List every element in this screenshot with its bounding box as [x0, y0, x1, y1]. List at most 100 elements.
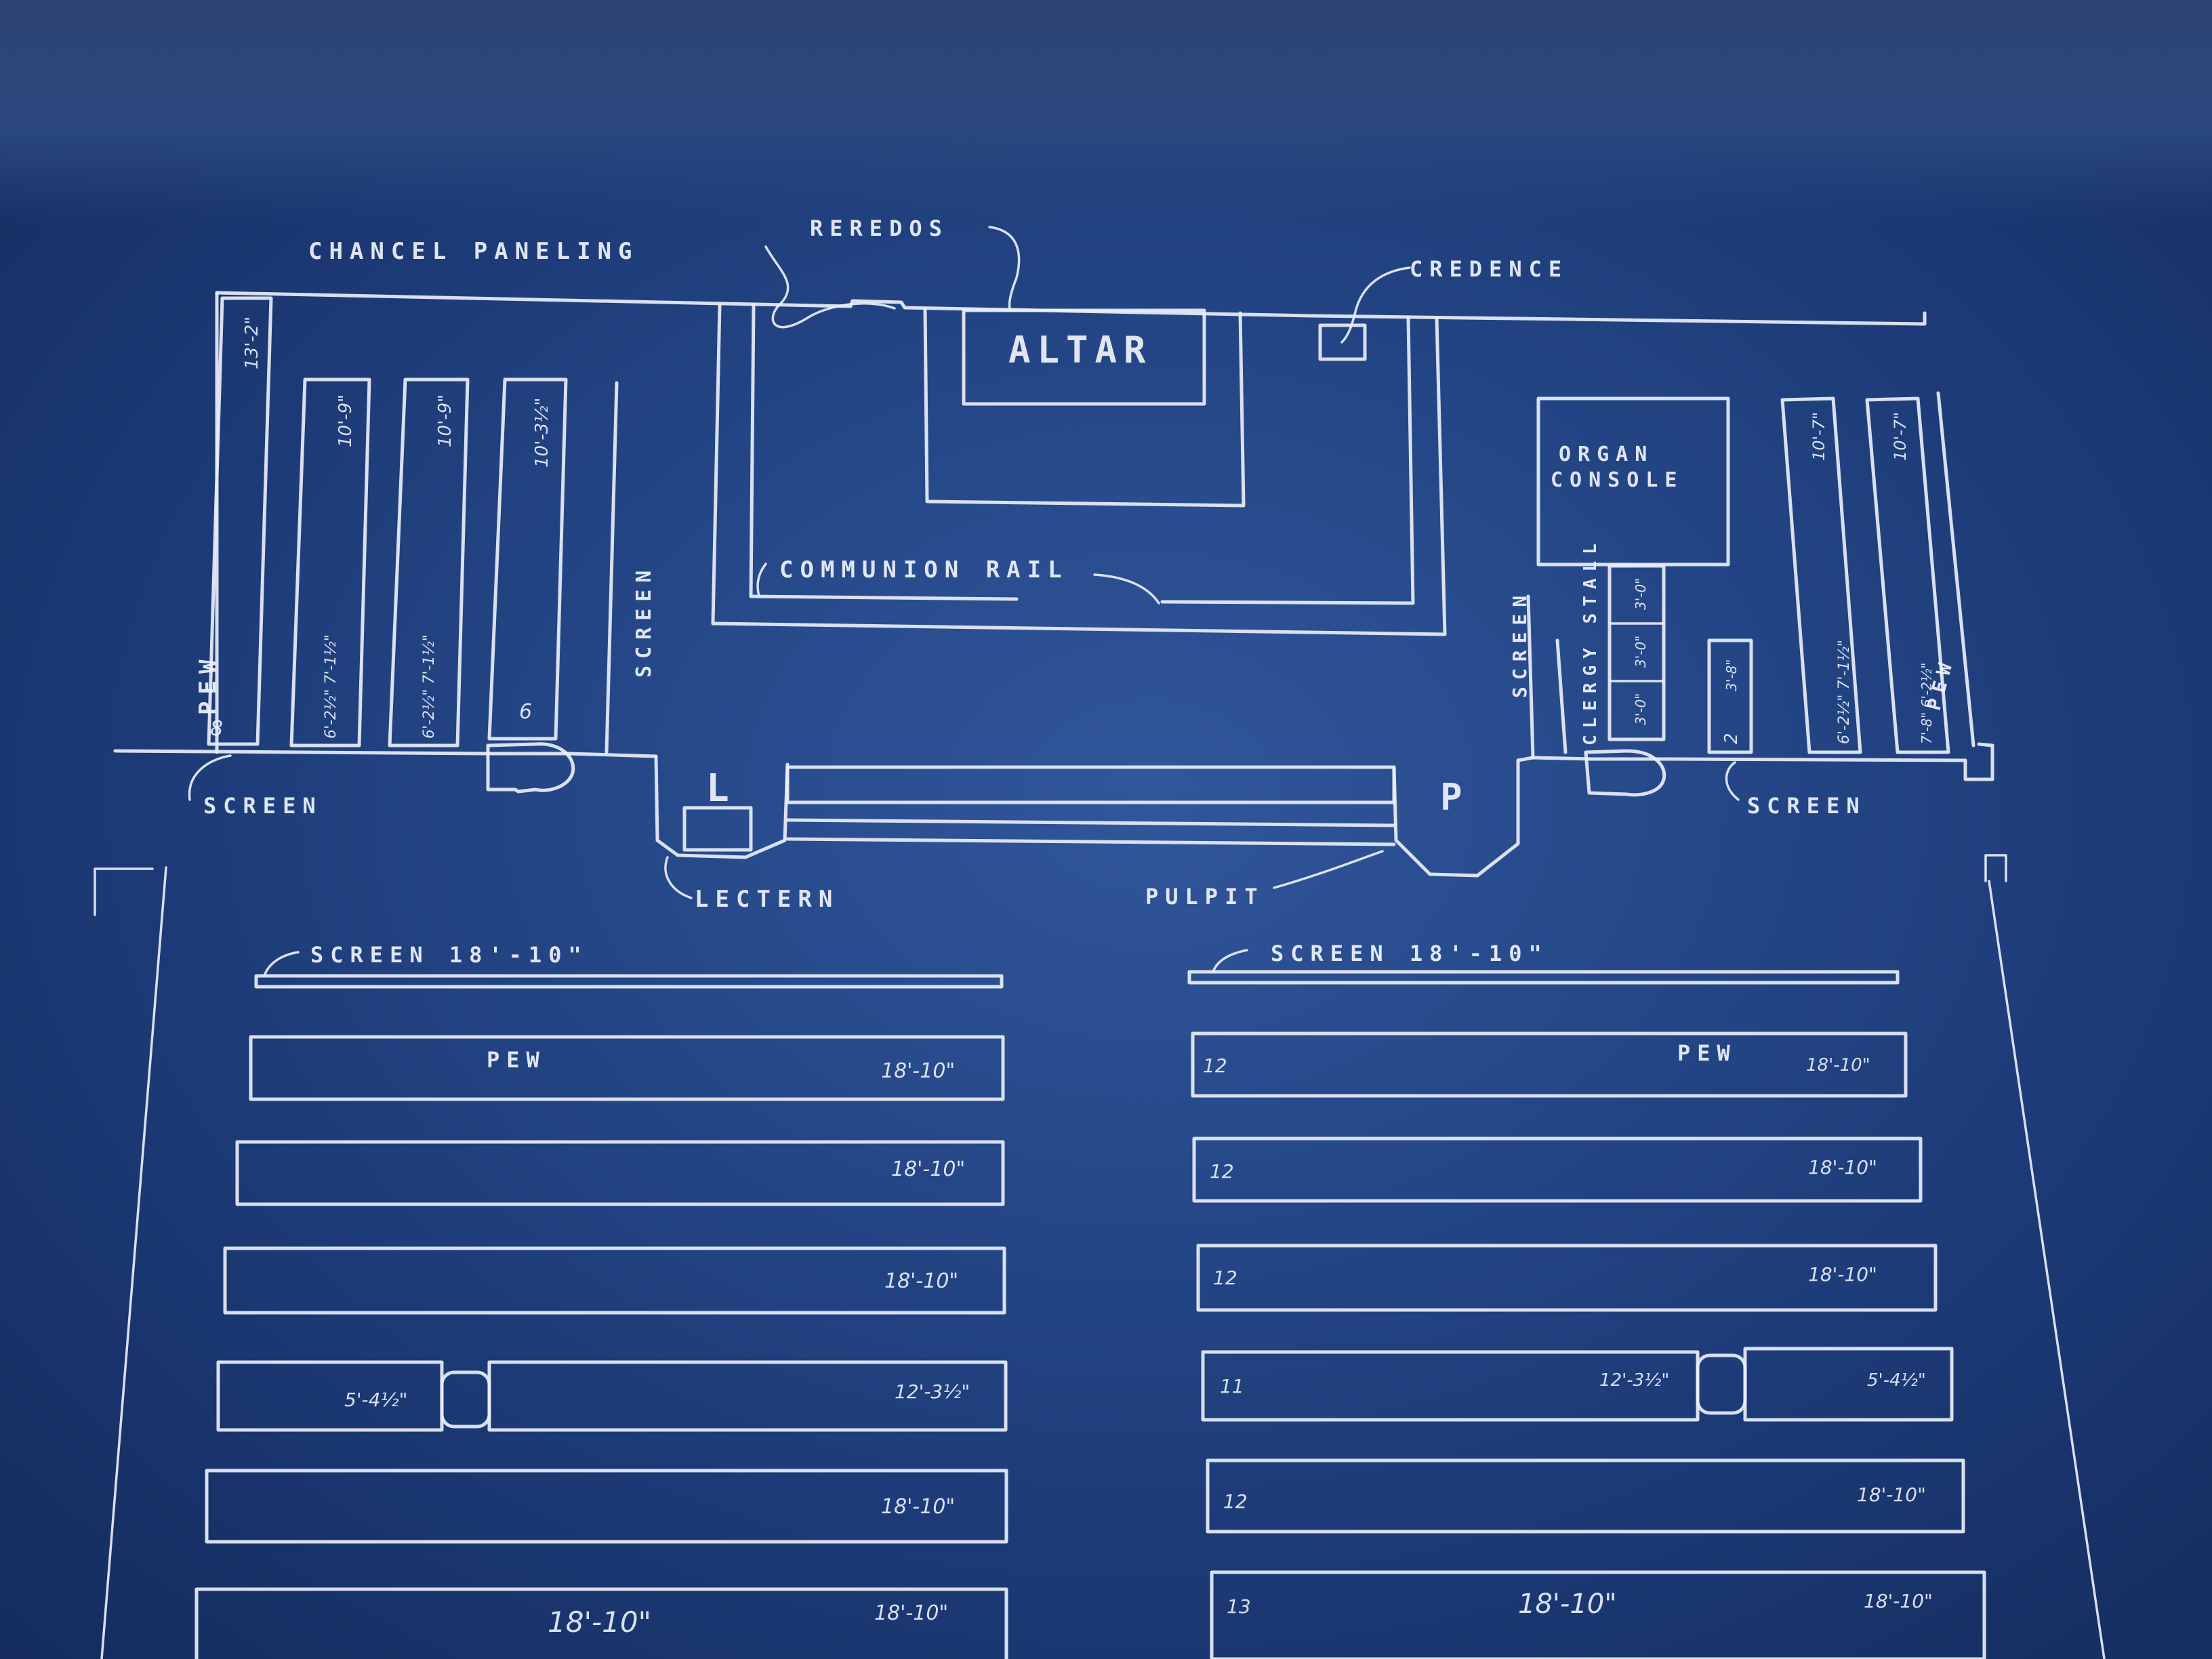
nave-right-wall: [1988, 880, 2106, 1659]
altar: [962, 308, 1206, 406]
left-pew-1-low-dim: 8: [210, 717, 223, 741]
nave-right-pew-6-center-dim: 18'-10": [1518, 1589, 1617, 1620]
nave-right-corner: [1984, 854, 2007, 882]
chancel-step-lower: [785, 837, 1396, 846]
nave-right-column: [1696, 1353, 1747, 1415]
right-pew-1-low-dim: 6'-2½" 7'-1½": [1836, 640, 1853, 744]
nave-left-pew-6-dim: 18'-10": [874, 1601, 948, 1625]
nave-left-pew-3-dim: 18'-10": [884, 1269, 958, 1293]
credence-table: [1318, 323, 1367, 361]
credence-leader: [1340, 266, 1411, 344]
nave-left-pew-3: [223, 1246, 1006, 1315]
nave-right-pew-3-num: 12: [1213, 1267, 1237, 1289]
nave-left-pew-1-dim: 18'-10": [881, 1059, 955, 1083]
right-small-pew-num: 2: [1721, 733, 1742, 744]
chancel-paneling-leader: [764, 245, 896, 329]
right-pew-2-dim: 10'-7": [1891, 412, 1910, 461]
right-screen-leader: [1725, 761, 1740, 801]
pulpit-leader: [1273, 850, 1384, 889]
nave-right-pew-5: [1206, 1458, 1965, 1534]
altar-label: ALTAR: [1008, 329, 1153, 371]
nave-screen-right-leader: [1212, 949, 1248, 973]
altar-platform: [923, 306, 1246, 508]
right-small-pew-dim: 3'-8": [1723, 659, 1740, 691]
left-pew-3-low-dim: 6'-2½" 7'-1½": [421, 634, 438, 739]
sanctuary-inner-step: [749, 303, 1019, 601]
nave-right-pew-1-dim: 18'-10": [1806, 1055, 1870, 1076]
nave-right-pew-6-num: 13: [1227, 1595, 1251, 1618]
nave-left-pew-2-dim: 18'-10": [891, 1158, 965, 1181]
nave-right-pew-2-num: 12: [1210, 1160, 1234, 1183]
right-chancel-pew-2: [1865, 396, 1950, 754]
reredos-leader: [988, 226, 1021, 310]
left-screen-label: SCREEN: [203, 793, 323, 819]
clergy-stall-front: [1555, 638, 1568, 754]
right-chancel-screen: [1531, 742, 1994, 781]
nave-right-pew-4b-dim: 5'-4½": [1867, 1370, 1926, 1391]
reredos-label: REREDOS: [810, 216, 949, 241]
nave-right-pew-4b: [1743, 1347, 1954, 1422]
communion-rail-label: COMMUNION RAIL: [779, 556, 1069, 583]
nave-right-pew-3: [1196, 1244, 1938, 1312]
pulpit-mark: P: [1440, 776, 1469, 819]
nave-right-pew-6-dim: 18'-10": [1864, 1590, 1933, 1612]
stall-1-dim: 3'-0": [1633, 578, 1649, 610]
nave-screen-right-label: SCREEN 18'-10": [1271, 941, 1549, 966]
nave-left-pew-6: [194, 1587, 1008, 1659]
left-pew-4-low-dim: 6: [519, 700, 532, 724]
nave-right-pew-3-dim: 18'-10": [1808, 1263, 1877, 1286]
stall-2-dim: 3'-0": [1633, 636, 1649, 668]
sanctuary-outer-step: [711, 303, 1447, 636]
nave-left-pew-4b: [487, 1360, 1008, 1432]
left-chancel-pew-3: [388, 377, 470, 747]
nave-left-pew-1: [249, 1035, 1005, 1101]
right-chancel-screen-edge: [1936, 391, 1975, 747]
nave-right-pew-4a-dim: 12'-3½": [1599, 1370, 1669, 1391]
left-chancel-screen: [113, 749, 658, 758]
right-pew-1-dim: 10'-7": [1809, 412, 1828, 461]
nave-left-pew-5: [205, 1469, 1008, 1544]
nave-left-column: [440, 1370, 491, 1429]
paper-edge-shadow: [0, 0, 2212, 224]
nave-right-pew-5-dim: 18'-10": [1857, 1483, 1926, 1506]
right-chancel-screen-post: [1526, 594, 1535, 760]
nave-right-pew-5-num: 12: [1223, 1490, 1248, 1513]
nave-screen-right: [1187, 970, 1900, 985]
nave-right-pew-1: [1191, 1031, 1908, 1098]
chancel-paneling-label: CHANCEL PANELING: [308, 238, 639, 265]
credence-label: CREDENCE: [1410, 256, 1568, 282]
right-newel-post: [1584, 749, 1666, 797]
right-screen-label: SCREEN: [1747, 793, 1866, 819]
nave-left-pew-2: [235, 1140, 1005, 1206]
chancel-back-wall: [215, 291, 1927, 326]
left-pew-3-dim: 10'-9": [435, 394, 455, 447]
nave-right-pew-2: [1192, 1136, 1923, 1203]
communion-rail-right: [1160, 315, 1415, 605]
lectern-platform: [654, 754, 790, 859]
communion-rail-leader-left: [756, 562, 767, 598]
console-label: CONSOLE: [1551, 468, 1683, 492]
right-small-pew: [1707, 638, 1753, 754]
nave-left-pew-5-dim: 18'-10": [881, 1495, 955, 1519]
communion-rail-leader-right: [1093, 573, 1160, 605]
left-pew-2-low-dim: 6'-2½" 7'-1½": [323, 634, 340, 739]
nave-screen-left-label: SCREEN 18'-10": [310, 942, 588, 968]
right-chancel-pew-1: [1780, 396, 1862, 754]
left-newel-post: [486, 742, 575, 794]
lectern-mark: L: [706, 766, 736, 811]
nave-left-wall: [100, 866, 167, 1659]
nave-screen-left-leader: [263, 951, 300, 977]
nave-left-pew-4a-dim: 5'-4½": [344, 1389, 407, 1411]
left-chancel-pew-2: [289, 377, 371, 747]
nave-left-pew-6-center-dim: 18'-10": [548, 1605, 651, 1639]
chancel-step-upper: [785, 765, 1396, 804]
left-chancel-pew-label: PEW: [194, 653, 222, 715]
left-screen-post-label: SCREEN: [632, 564, 656, 678]
left-pew-4-dim: 10'-3½": [532, 398, 552, 468]
lectern-label: LECTERN: [695, 886, 839, 913]
nave-screen-left: [254, 974, 1004, 989]
left-screen-leader: [188, 754, 232, 801]
lectern: [682, 806, 753, 852]
pulpit-platform: [1392, 756, 1535, 878]
